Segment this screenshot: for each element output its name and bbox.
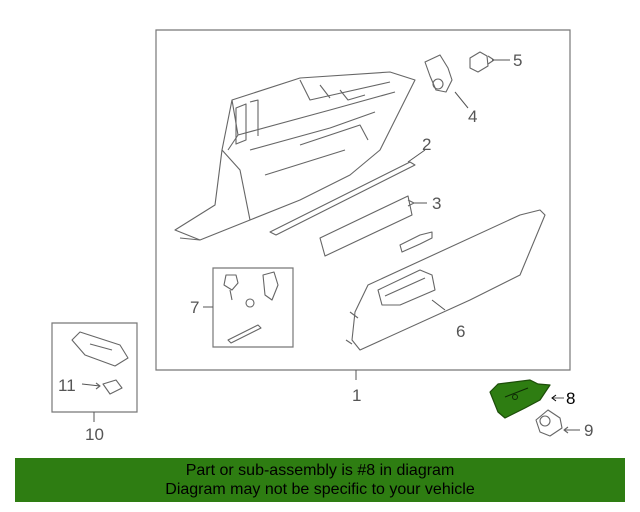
- part-10-lamp-box: [51, 322, 138, 422]
- callout-10: 10: [85, 425, 104, 444]
- bracket: [399, 231, 433, 253]
- part-4-latch: [424, 54, 469, 109]
- part-3-panel: [319, 195, 413, 257]
- callout-9: 9: [584, 421, 593, 440]
- callout-4: 4: [468, 107, 477, 126]
- part-8-shape: [489, 379, 551, 419]
- callout-6: 6: [456, 322, 465, 341]
- glovebox-housing: [174, 71, 416, 241]
- callout-8: 8: [566, 389, 575, 408]
- part-7-kit: [203, 267, 294, 348]
- part-8-highlighted: [489, 379, 564, 419]
- part-5-screw: [469, 51, 510, 73]
- callout-3: 3: [432, 194, 441, 213]
- assembly-1-frame: [155, 29, 571, 371]
- banner-line-2: Diagram may not be specific to your vehi…: [165, 481, 475, 498]
- callout-7: 7: [190, 298, 199, 317]
- part-2-strip: [269, 161, 416, 236]
- banner-line-1: Part or sub-assembly is #8 in diagram: [185, 462, 455, 479]
- parts-diagram: 1 2 3 4 5 6 7 8 9 10 11: [51, 29, 593, 444]
- callout-5: 5: [513, 51, 522, 70]
- part-9-bulb: [535, 409, 580, 437]
- callout-2: 2: [422, 135, 431, 154]
- part-6-door: [345, 209, 546, 351]
- callout-11: 11: [58, 376, 76, 395]
- info-banner: Part or sub-assembly is #8 in diagram Di…: [15, 458, 625, 502]
- callout-1: 1: [352, 386, 361, 405]
